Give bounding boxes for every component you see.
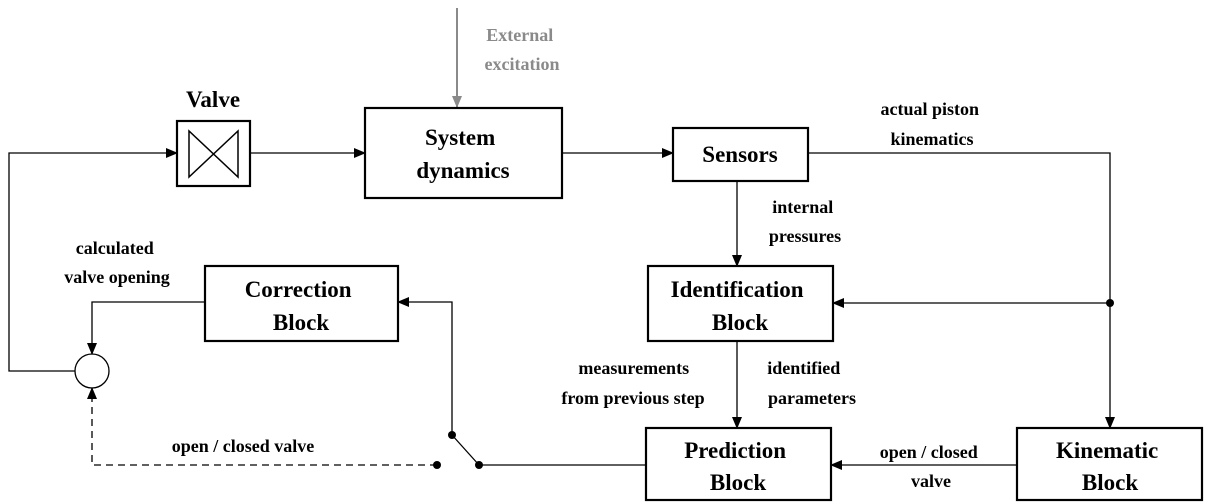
actual-piston-kinematics-label: actual piston kinematics	[880, 99, 983, 149]
valve-symbol	[175, 119, 252, 188]
external-excitation-label: External excitation	[485, 25, 560, 74]
piston-kinematics-line	[808, 152, 1111, 303]
sensors-label: Sensors	[702, 142, 777, 167]
identification-block	[646, 264, 835, 343]
measurements-previous-step-label: measurements from previous step	[561, 358, 704, 408]
correction-block	[203, 264, 400, 343]
identified-parameters-label: identified parameters	[767, 358, 856, 408]
open-closed-valve-left-label: open / closed valve	[172, 436, 315, 456]
correction-to-junction-arrow	[87, 301, 205, 355]
calculated-valve-opening-label: calculated valve opening	[64, 238, 170, 287]
correction-block-label: Correction Block	[245, 277, 358, 335]
open-closed-valve-dashed-line	[87, 387, 437, 466]
kinematic-block-label: Kinematic Block	[1056, 438, 1164, 495]
identification-block-label: Identification Block	[671, 277, 810, 335]
junction-to-valve-arrow	[8, 148, 178, 372]
system-dynamics-label: System dynamics	[416, 125, 509, 183]
valve-label: Valve	[186, 87, 240, 112]
prediction-block-label: Prediction Block	[684, 438, 792, 495]
internal-pressures-label: internal pressures	[769, 197, 841, 246]
switch-blade	[451, 434, 480, 466]
summing-junction	[74, 353, 110, 389]
open-closed-valve-right-label: open / closed valve	[880, 442, 983, 491]
prediction-block	[644, 426, 833, 502]
system-dynamics-block	[363, 106, 564, 200]
switch-to-correction-arrow	[397, 297, 453, 435]
sensors-block	[671, 126, 810, 183]
